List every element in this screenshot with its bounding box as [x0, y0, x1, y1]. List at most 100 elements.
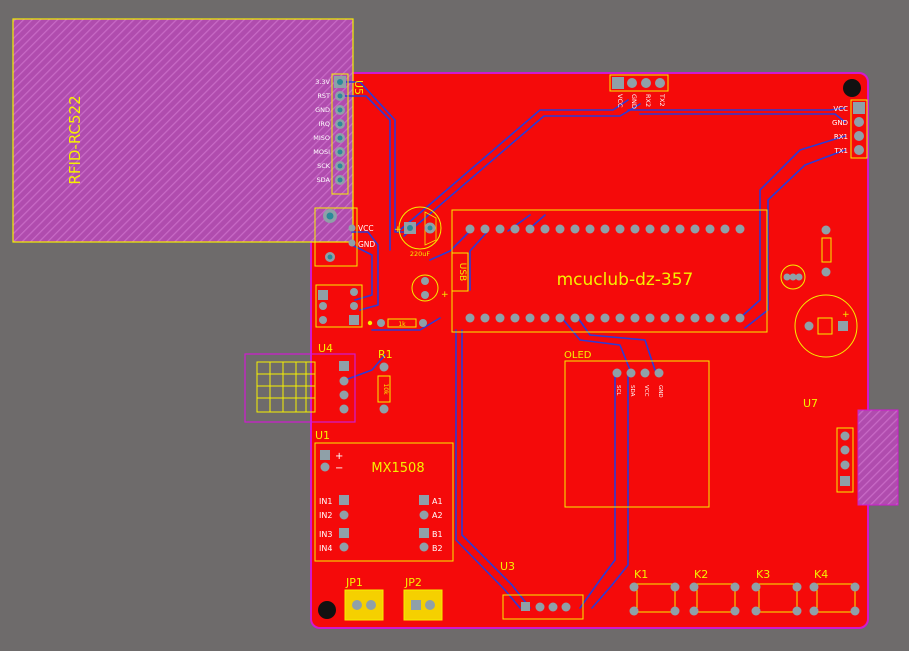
mcu-pin[interactable] [600, 313, 610, 323]
button-k3[interactable]: K3 [751, 568, 802, 616]
mcu-pin[interactable] [630, 313, 640, 323]
mcu-pin[interactable] [720, 313, 730, 323]
u7-pin[interactable] [840, 460, 850, 470]
mcu-pin[interactable] [660, 313, 670, 323]
switch-pad[interactable] [350, 288, 358, 296]
u3-pin[interactable] [548, 602, 558, 612]
k1-pad[interactable] [629, 606, 639, 616]
resistor-right-pad[interactable] [821, 225, 831, 235]
k3-pad[interactable] [751, 582, 761, 592]
mcu-pin[interactable] [705, 224, 715, 234]
u3-pin[interactable] [535, 602, 545, 612]
mcu-pin[interactable] [735, 224, 745, 234]
top-header-pin[interactable] [641, 78, 651, 88]
oled-pin[interactable] [626, 368, 636, 378]
mcu-pin[interactable] [645, 313, 655, 323]
mcu-pin[interactable] [495, 224, 505, 234]
k1-pad[interactable] [670, 606, 680, 616]
mcu-pin[interactable] [465, 224, 475, 234]
mcu-pin[interactable] [630, 224, 640, 234]
mx-out-pin[interactable] [419, 542, 429, 552]
transistor-left[interactable] [411, 274, 439, 302]
mcu-pin[interactable] [480, 313, 490, 323]
transistor-pin[interactable] [789, 273, 797, 281]
right-header-pin[interactable] [853, 102, 865, 114]
u4-pin[interactable] [339, 404, 349, 414]
oled-pin[interactable] [612, 368, 622, 378]
mcu-pin[interactable] [555, 313, 565, 323]
u7-pin[interactable] [840, 431, 850, 441]
jp2-pin[interactable] [411, 600, 421, 610]
jp1-pin[interactable] [352, 600, 362, 610]
k4-pad[interactable] [809, 582, 819, 592]
u3-pin[interactable] [561, 602, 571, 612]
u4-pin[interactable] [339, 390, 349, 400]
jp2-connector[interactable] [403, 589, 443, 621]
mcu-pin[interactable] [540, 313, 550, 323]
oled-pin[interactable] [654, 368, 664, 378]
k2-pad[interactable] [730, 582, 740, 592]
right-header-pin[interactable] [854, 117, 864, 127]
gnd-pad[interactable] [348, 239, 356, 247]
switch-pad[interactable] [349, 315, 359, 325]
transistor-pin[interactable] [795, 273, 803, 281]
r1-pad[interactable] [379, 404, 389, 414]
mx-power-pad[interactable] [320, 462, 330, 472]
mcu-pin[interactable] [585, 313, 595, 323]
oled-outline[interactable] [564, 360, 710, 508]
u4-sensor-body[interactable] [244, 353, 356, 423]
switch-pad[interactable] [319, 302, 327, 310]
transistor-right[interactable] [780, 264, 806, 290]
mcu-pin[interactable] [465, 313, 475, 323]
mcu-pin[interactable] [645, 224, 655, 234]
k3-pad[interactable] [792, 582, 802, 592]
resistor-1k-body[interactable] [387, 318, 417, 328]
u4-pin-square[interactable] [339, 361, 349, 371]
u7-pin-square[interactable] [840, 476, 850, 486]
mcu-pin[interactable] [540, 224, 550, 234]
mcu-pin[interactable] [555, 224, 565, 234]
k1-pad[interactable] [629, 582, 639, 592]
mx-pin[interactable] [339, 495, 349, 505]
k4-pad[interactable] [850, 606, 860, 616]
jp1-pin[interactable] [366, 600, 376, 610]
mcu-pin[interactable] [510, 313, 520, 323]
mcu-pin[interactable] [585, 224, 595, 234]
k4-pad[interactable] [809, 606, 819, 616]
mcu-pin[interactable] [480, 224, 490, 234]
jp1-connector[interactable] [344, 589, 384, 621]
r1-pad[interactable] [379, 362, 389, 372]
u7-module[interactable] [857, 409, 899, 506]
mx-out-pin[interactable] [419, 528, 429, 538]
switch-pad[interactable] [318, 290, 328, 300]
mcu-pin[interactable] [660, 224, 670, 234]
mcu-pin[interactable] [615, 224, 625, 234]
u3-pin[interactable] [521, 602, 530, 611]
right-header-pin[interactable] [854, 131, 864, 141]
buzzer-pad[interactable] [804, 321, 814, 331]
k2-pad[interactable] [689, 606, 699, 616]
resistor-right-pad[interactable] [821, 267, 831, 277]
resistor-right-body[interactable] [821, 237, 832, 263]
k2-pad[interactable] [689, 582, 699, 592]
mcu-pin[interactable] [690, 224, 700, 234]
mcu-pin[interactable] [720, 224, 730, 234]
transistor-pin[interactable] [421, 291, 429, 299]
vcc-pad[interactable] [348, 224, 356, 232]
top-header-pin[interactable] [655, 78, 665, 88]
mx-power-pad[interactable] [320, 450, 330, 460]
switch-pad[interactable] [319, 316, 327, 324]
mx1508-module[interactable] [314, 442, 454, 562]
rfid-module[interactable] [12, 18, 354, 243]
transistor-pin[interactable] [421, 277, 429, 285]
k1-pad[interactable] [670, 582, 680, 592]
top-header-pin[interactable] [612, 77, 624, 89]
u7-pin[interactable] [840, 445, 850, 455]
buzzer-pad[interactable] [838, 321, 848, 331]
mx-pin[interactable] [339, 542, 349, 552]
mcu-pin[interactable] [570, 313, 580, 323]
mx-pin[interactable] [339, 510, 349, 520]
resistor-1k-pad[interactable] [419, 319, 427, 327]
buzzer[interactable] [794, 294, 858, 358]
mx-pin[interactable] [339, 528, 349, 538]
